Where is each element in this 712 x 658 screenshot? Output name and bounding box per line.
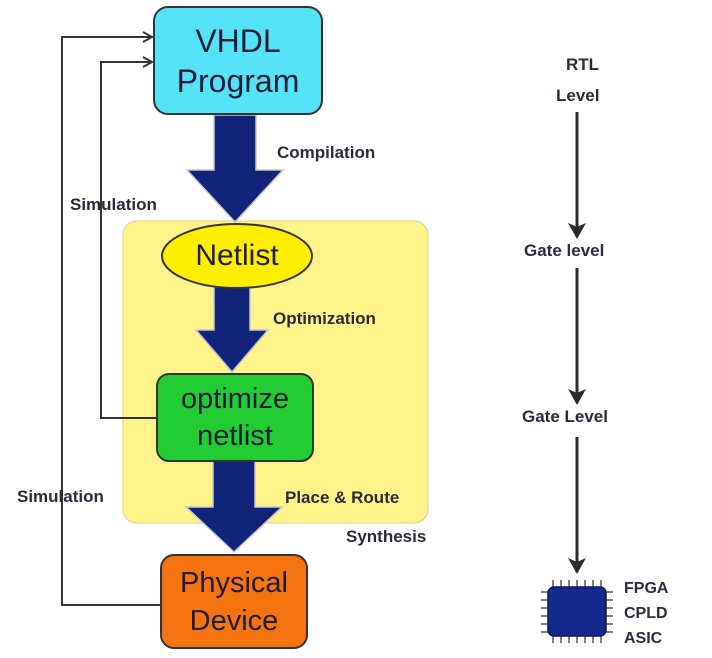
- vhdl-program-box: [153, 6, 323, 115]
- chip-label-cpld: CPLD: [624, 605, 668, 622]
- synthesis-label: Synthesis: [346, 527, 427, 546]
- chip-label-asic: ASIC: [624, 630, 663, 647]
- physical-device-box: [160, 554, 308, 649]
- vhdl-label-line2: Program: [176, 62, 300, 99]
- rtl-label-line1: RTL: [566, 55, 600, 74]
- netlist-label: Netlist: [162, 224, 312, 288]
- chip-icon: [541, 580, 613, 643]
- optimize-netlist-label: optimize netlist: [157, 374, 313, 461]
- place-route-label: Place & Route: [285, 488, 400, 507]
- optimize-netlist-box: [156, 373, 314, 462]
- netlist-ellipse: [161, 223, 313, 289]
- simulation-bottom-label: Simulation: [17, 487, 104, 506]
- optimize-label-line1: optimize: [181, 382, 289, 415]
- optimization-label: Optimization: [273, 309, 376, 328]
- optimize-label-line2: netlist: [197, 419, 273, 452]
- compilation-label: Compilation: [277, 143, 376, 162]
- simulation-top-label: Simulation: [70, 195, 157, 214]
- optimization-arrow: [194, 286, 270, 374]
- chip-label-fpga: FPGA: [624, 580, 669, 597]
- physical-label-line2: Device: [189, 604, 279, 637]
- vhdl-program-label: VHDL Program: [154, 7, 322, 114]
- netlist-label-text: Netlist: [195, 239, 279, 272]
- compilation-arrow: [185, 114, 285, 224]
- gate-level-label-1: Gate level: [524, 241, 605, 260]
- vhdl-label-line1: VHDL: [195, 22, 281, 59]
- physical-label-line1: Physical: [180, 566, 288, 599]
- simulation-feedback-inner-line: [100, 62, 157, 419]
- gate-level-label-2: Gate Level: [522, 407, 608, 426]
- physical-device-label: Physical Device: [161, 555, 307, 648]
- simulation-feedback-outer-line: [61, 37, 163, 606]
- rtl-label-line2: Level: [556, 86, 600, 105]
- place-route-arrow: [184, 460, 284, 554]
